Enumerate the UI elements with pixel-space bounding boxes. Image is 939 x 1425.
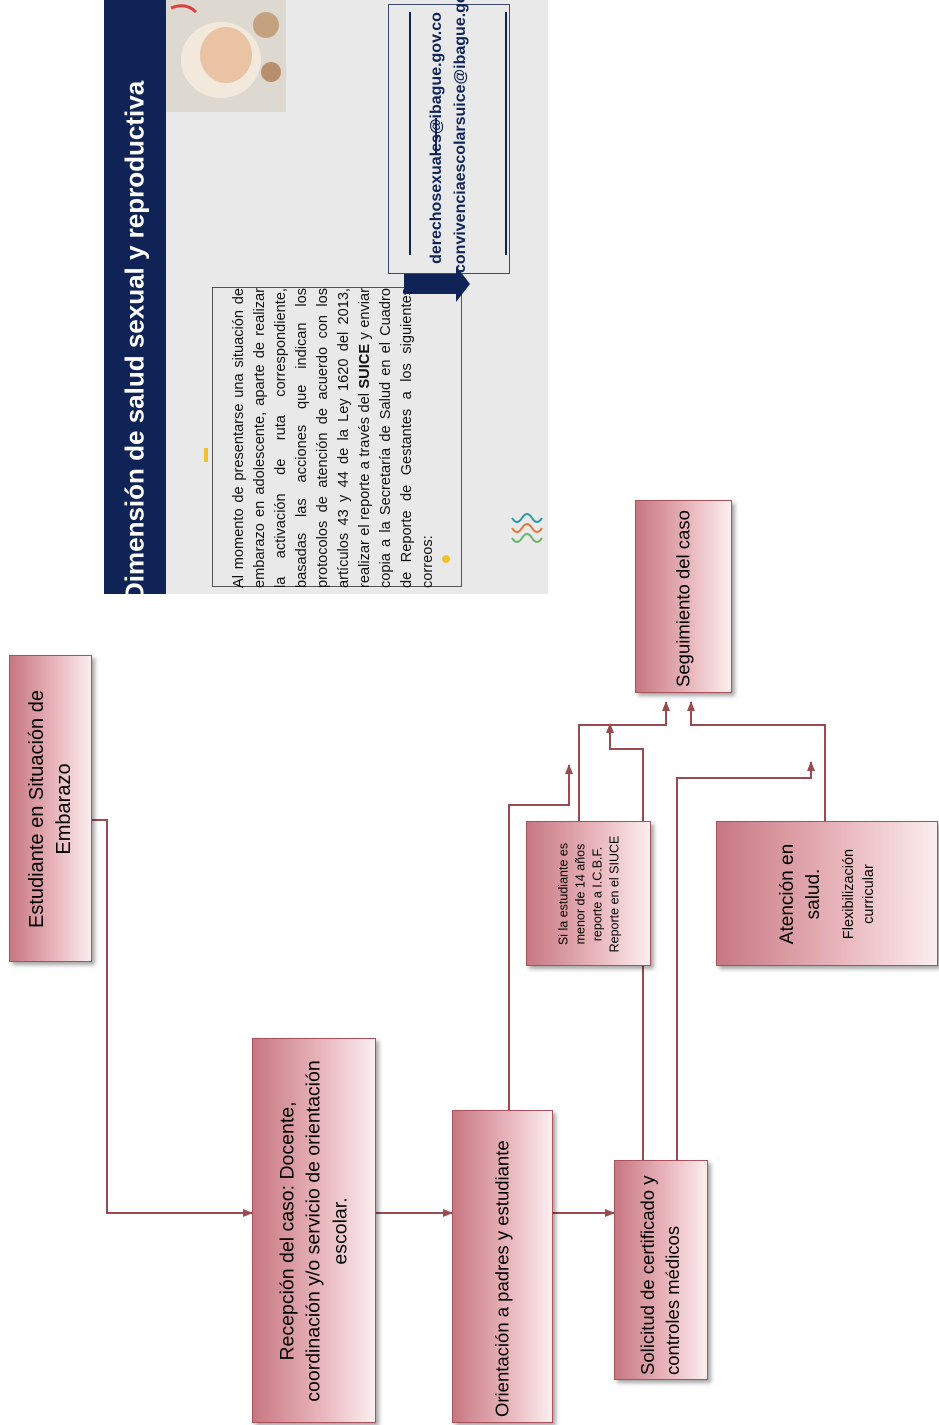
email-frame: [388, 4, 510, 274]
slide-accent-dash: [204, 448, 208, 462]
student-box: Estudiante en Situación de Embarazo: [9, 655, 92, 962]
slide-decorations: [404, 12, 543, 543]
paragraph-suice: SUICE: [357, 343, 373, 389]
connector-icbf-to-followup: [578, 701, 670, 821]
reception-box: Recepción del caso: Docente, coordinació…: [252, 1038, 376, 1423]
connector-health-to-followup: [687, 701, 826, 821]
orientation-label: Orientación a padres y estudiante: [491, 1139, 513, 1417]
followup-label: Seguimiento del caso: [672, 509, 694, 687]
orientation-box: Orientación a padres y estudiante: [452, 1110, 553, 1423]
up-arrow-icon: [404, 266, 470, 302]
slide-title-bar: [104, 0, 166, 594]
certificate-box: Solicitud de certificado y controles méd…: [614, 1160, 708, 1380]
pregnant-woman-photo: [166, 0, 286, 112]
followup-box: Seguimiento del caso: [635, 500, 732, 693]
icbf-label: Si la estudiante es menor de 14 años rep…: [555, 842, 604, 945]
reception-label: Recepción del caso: Docente, coordinació…: [276, 1059, 352, 1402]
health-text: Atención en salud. Flexibilización curri…: [775, 824, 879, 964]
wavy-decoration-icon: [511, 513, 543, 523]
health-box: Atención en salud. Flexibilización curri…: [716, 821, 938, 966]
icbf-text: Si la estudiante es menor de 14 años rep…: [555, 829, 623, 959]
flexibilization-label: Flexibilización curricular: [841, 848, 877, 939]
slide-text-frame: [212, 287, 462, 587]
certificate-label: Solicitud de certificado y controles méd…: [637, 1175, 683, 1376]
connector-certificate-to-health: [676, 761, 815, 1160]
icbf-box: Si la estudiante es menor de 14 años rep…: [526, 821, 651, 966]
connector-student-to-reception: [92, 819, 253, 1217]
health-label: Atención en salud.: [776, 843, 824, 944]
slide-title: Dimensión de salud sexual y reproductiva: [119, 80, 150, 594]
connector-orientation-to-icbf: [508, 764, 573, 1140]
student-label: Estudiante en Situación de Embarazo: [25, 689, 75, 928]
presentation-slide: Dimensión de salud sexual y reproductiva…: [104, 0, 548, 594]
paragraph-part-1: Al momento de presentarse una situación …: [231, 288, 373, 588]
siuce-label: Reporte en el SIUCE: [606, 835, 621, 952]
slide-accent-dot: [442, 555, 450, 563]
